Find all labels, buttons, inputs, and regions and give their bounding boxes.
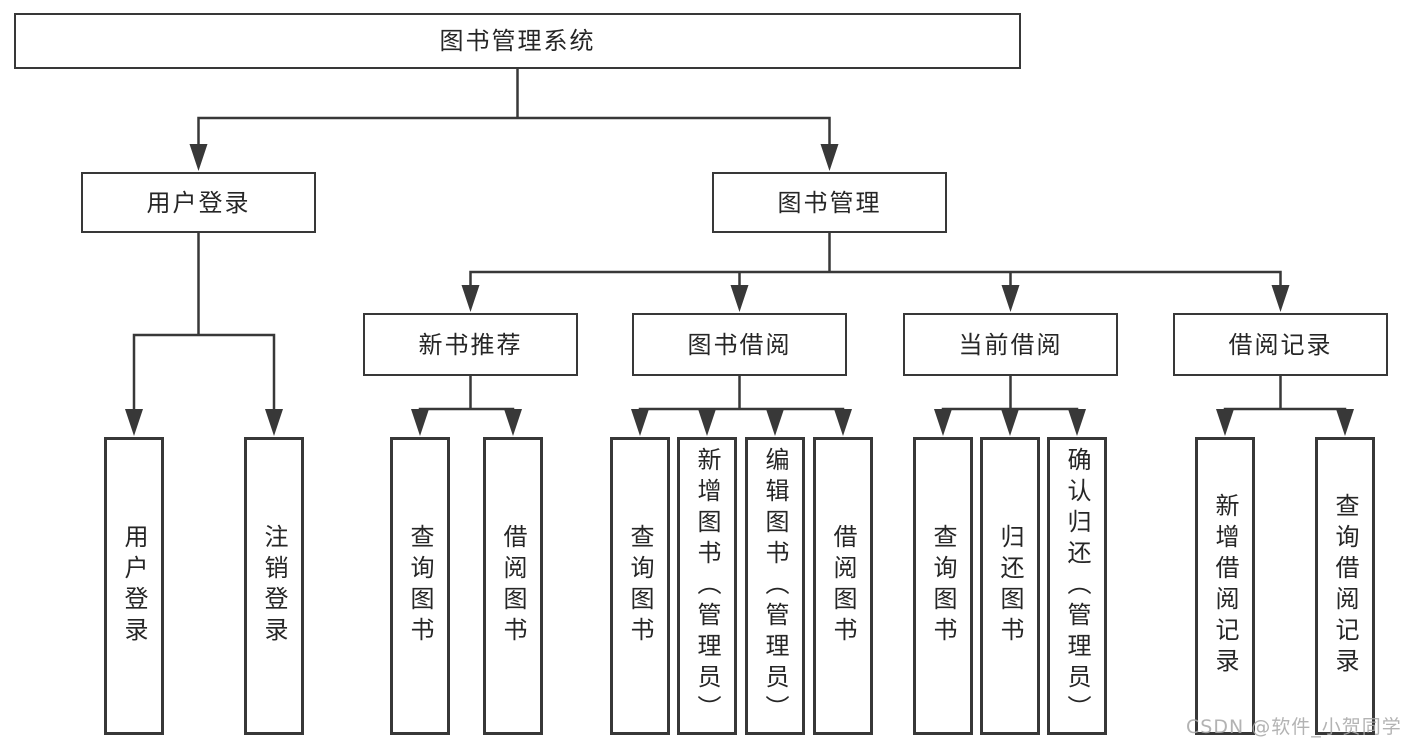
leaf-return-book: 归还图书 <box>980 437 1040 735</box>
leaf-logout-label: 注销登录 <box>260 524 288 648</box>
node-borrowing-records: 借阅记录 <box>1173 313 1388 376</box>
arrowhead-down-icon <box>461 285 480 312</box>
node-book-borrowing: 图书借阅 <box>632 313 847 376</box>
leaf-query-borrow-record-label: 查询借阅记录 <box>1331 493 1359 679</box>
leaf-user-login-label: 用户登录 <box>120 524 148 648</box>
leaf-return-book-label: 归还图书 <box>996 524 1024 648</box>
arrowhead-down-icon <box>1001 409 1019 436</box>
node-root: 图书管理系统 <box>14 13 1021 69</box>
leaf-edit-book-admin-label: 编辑图书（管理员） <box>761 446 789 726</box>
leaf-edit-book-admin: 编辑图书（管理员） <box>745 437 805 735</box>
arrowhead-down-icon <box>698 409 716 436</box>
leaf-user-login: 用户登录 <box>104 437 164 735</box>
arrowhead-down-icon <box>766 409 784 436</box>
arrowhead-down-icon <box>1271 285 1290 312</box>
arrowhead-down-icon <box>834 409 852 436</box>
node-book-borrowing-label: 图书借阅 <box>687 330 792 359</box>
node-borrowing-records-label: 借阅记录 <box>1228 330 1333 359</box>
arrowhead-down-icon <box>411 409 429 436</box>
arrowhead-down-icon <box>1001 285 1020 312</box>
leaf-query-book-recommend-label: 查询图书 <box>406 524 434 648</box>
connector-bookmgmt-to-level2 <box>469 231 1282 292</box>
leaf-add-book-admin: 新增图书（管理员） <box>677 437 737 735</box>
node-current-borrowing-label: 当前借阅 <box>958 330 1063 359</box>
arrowhead-down-icon <box>1068 409 1086 436</box>
connector-userlogin-to-leaves <box>132 231 276 414</box>
leaf-add-book-admin-label: 新增图书（管理员） <box>693 446 721 726</box>
node-book-management: 图书管理 <box>712 172 947 233</box>
node-new-book-recommend-label: 新书推荐 <box>418 330 523 359</box>
arrowhead-down-icon <box>631 409 649 436</box>
arrowhead-down-icon <box>1336 409 1354 436</box>
node-root-label: 图书管理系统 <box>439 27 596 55</box>
connector-recommend-to-leaves <box>418 374 515 414</box>
csdn-watermark: CSDN @软件_小贺同学 <box>1186 716 1402 738</box>
connector-root-to-level1 <box>197 67 831 150</box>
arrowhead-down-icon <box>1216 409 1234 436</box>
node-user-login: 用户登录 <box>81 172 316 233</box>
leaf-query-book-borrowing-label: 查询图书 <box>626 524 654 648</box>
node-user-login-label: 用户登录 <box>146 188 251 217</box>
leaf-query-book-current-label: 查询图书 <box>929 524 957 648</box>
connector-records-to-leaves <box>1223 374 1347 414</box>
leaf-query-borrow-record: 查询借阅记录 <box>1315 437 1375 735</box>
arrowhead-down-icon <box>189 144 208 171</box>
arrowhead-down-icon <box>265 409 283 436</box>
arrowhead-down-icon <box>934 409 952 436</box>
node-current-borrowing: 当前借阅 <box>903 313 1118 376</box>
leaf-query-book-current: 查询图书 <box>913 437 973 735</box>
arrowhead-down-icon <box>820 144 839 171</box>
leaf-confirm-return-admin-label: 确认归还（管理员） <box>1063 446 1091 726</box>
node-new-book-recommend: 新书推荐 <box>363 313 578 376</box>
leaf-add-borrow-record: 新增借阅记录 <box>1195 437 1255 735</box>
leaf-logout: 注销登录 <box>244 437 304 735</box>
arrowhead-down-icon <box>730 285 749 312</box>
leaf-confirm-return-admin: 确认归还（管理员） <box>1047 437 1107 735</box>
node-book-management-label: 图书管理 <box>777 188 882 217</box>
leaf-borrow-book-recommend-label: 借阅图书 <box>499 524 527 648</box>
leaf-borrow-book-recommend: 借阅图书 <box>483 437 543 735</box>
connector-borrowing-to-leaves <box>638 374 845 414</box>
arrowhead-down-icon <box>504 409 522 436</box>
leaf-query-book-borrowing: 查询图书 <box>610 437 670 735</box>
leaf-query-book-recommend: 查询图书 <box>390 437 450 735</box>
arrowhead-down-icon <box>125 409 143 436</box>
leaf-borrow-book-borrowing: 借阅图书 <box>813 437 873 735</box>
leaf-borrow-book-borrowing-label: 借阅图书 <box>829 524 857 648</box>
connector-current-to-leaves <box>941 374 1079 414</box>
leaf-add-borrow-record-label: 新增借阅记录 <box>1211 493 1239 679</box>
